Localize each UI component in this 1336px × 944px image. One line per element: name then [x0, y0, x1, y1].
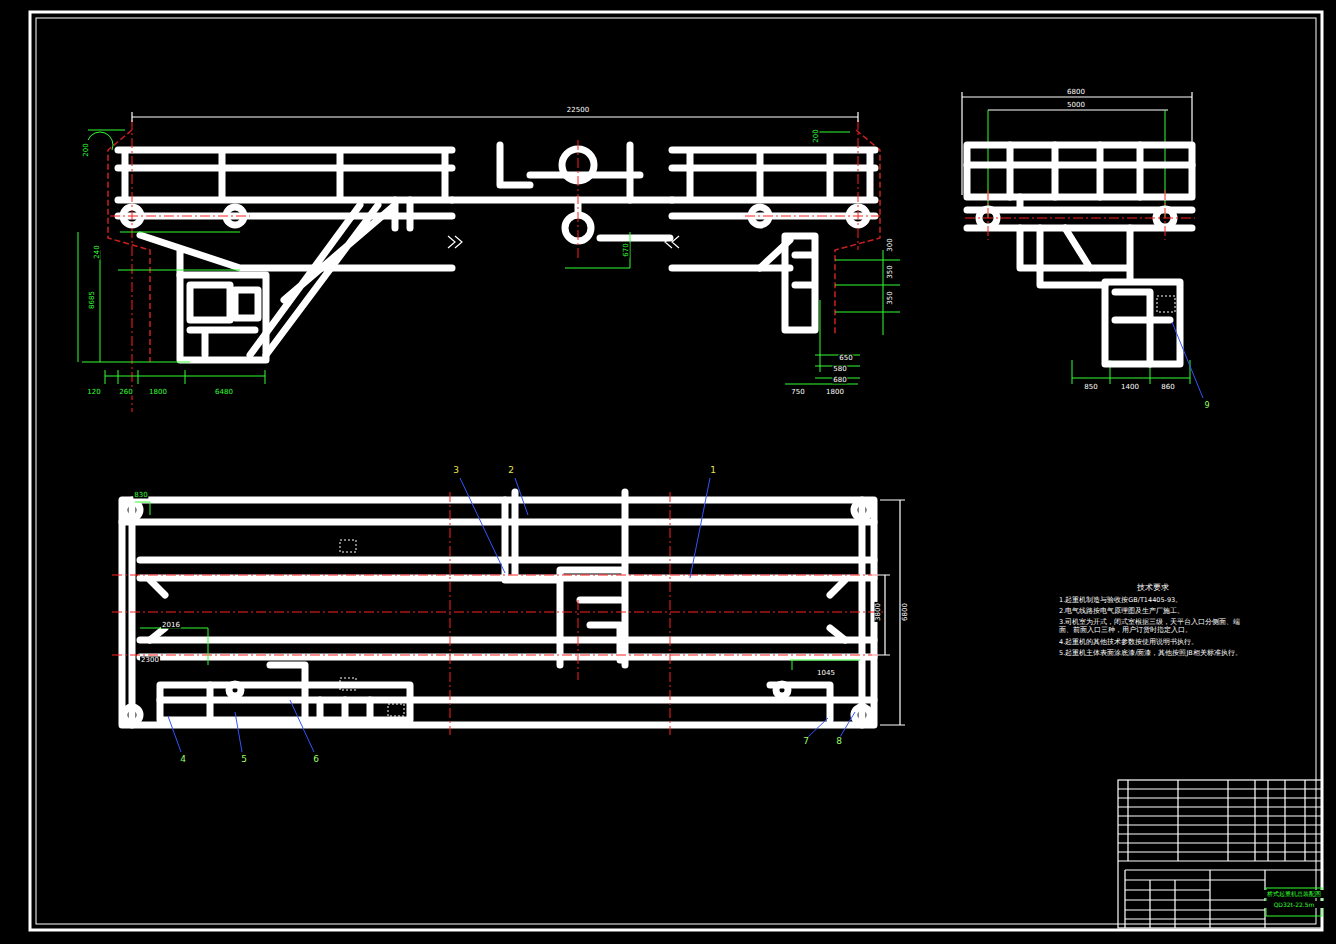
- dimension: 300: [887, 237, 894, 252]
- dimension: 350: [887, 290, 894, 305]
- crane-linework: [118, 150, 452, 198]
- crane-linework: [1128, 780, 1305, 861]
- dimension: 350: [887, 264, 894, 279]
- dimension: 680: [832, 377, 847, 384]
- dimension: 6800: [1066, 89, 1086, 96]
- title-box: 桥式起重机总装配图 QD32t-22.5m: [1263, 890, 1325, 911]
- crane-linework: [452, 197, 672, 204]
- dimension: 6800: [902, 602, 909, 622]
- crane-linework: [1118, 789, 1322, 861]
- crane-linework: [672, 150, 875, 198]
- note: 2.电气线路按电气原理图及生产厂施工。: [1058, 607, 1248, 615]
- crane-linework: [967, 145, 1192, 197]
- crane-linework: [854, 502, 870, 518]
- drawing-number: QD32t-22.5m: [1263, 901, 1325, 909]
- dimension: 1800: [148, 389, 168, 396]
- crane-linework: [1157, 296, 1175, 312]
- dimension: 860: [1160, 384, 1175, 391]
- callout-number: 7: [802, 737, 810, 746]
- crane-linework: [36, 18, 1316, 924]
- crane-linework: [110, 120, 880, 412]
- crane-linework: [168, 478, 855, 752]
- crane-linework: [250, 200, 410, 355]
- crane-linework: [988, 110, 1190, 384]
- crane-linework: [505, 492, 625, 665]
- dimension: 750: [790, 389, 805, 396]
- crane-linework: [967, 145, 1192, 228]
- dimension: 1400: [1120, 384, 1140, 391]
- drawing-title: 桥式起重机总装配图: [1263, 890, 1325, 898]
- dimension: 1800: [825, 389, 845, 396]
- crane-linework: [965, 190, 1195, 240]
- crane-linework: [229, 684, 241, 696]
- note: 4.起重机的其他技术参数按使用说明书执行。: [1058, 638, 1248, 646]
- dimension: 240: [94, 244, 101, 259]
- dimension: 260: [118, 389, 133, 396]
- callout-number: 4: [179, 755, 187, 764]
- crane-linework: [448, 236, 679, 248]
- crane-linework: [150, 580, 845, 720]
- crane-linework: [135, 502, 860, 670]
- crane-linework: [760, 240, 812, 285]
- crane-linework: [1115, 292, 1170, 364]
- note: 5.起重机主体表面涂底漆/面漆，其他按照JB相关标准执行。: [1058, 649, 1248, 657]
- dimension: 670: [623, 242, 630, 257]
- crane-linework: [340, 678, 356, 690]
- callout-number: 8: [835, 737, 843, 746]
- crane-linework: [578, 200, 670, 238]
- dimension: 200: [83, 142, 90, 157]
- crane-linework: [500, 145, 640, 200]
- callout-number: 1: [709, 466, 717, 475]
- dimension: 3800: [875, 602, 882, 622]
- callout-number: 6: [312, 755, 320, 764]
- note: 1.起重机制造与验收按GB/T14405-93。: [1058, 596, 1248, 604]
- crane-linework: [340, 540, 356, 552]
- dimension: 120: [86, 389, 101, 396]
- technical-notes: 技术要求 1.起重机制造与验收按GB/T14405-93。 2.电气线路按电气原理图…: [1058, 583, 1248, 660]
- dimension: 650: [838, 355, 853, 362]
- crane-linework: [112, 492, 885, 735]
- callout-number: 2: [507, 466, 515, 475]
- crane-linework: [78, 130, 900, 384]
- crane-linework: [124, 707, 140, 723]
- crane-linework: [1125, 870, 1322, 928]
- crane-linework: [854, 707, 870, 723]
- crane-linework: [190, 285, 258, 355]
- callout-number: 3: [452, 466, 460, 475]
- dimension: 22500: [566, 107, 590, 114]
- crane-linework: [124, 502, 140, 518]
- crane-linework: [1020, 228, 1130, 285]
- crane-linework: [132, 112, 858, 122]
- crane-linework: [140, 235, 790, 275]
- crane-linework: [776, 684, 788, 696]
- crane-linework: [388, 704, 404, 716]
- dimension: 6480: [214, 389, 234, 396]
- dimension: 5000: [1066, 102, 1086, 109]
- dimension: 2016: [161, 622, 181, 629]
- dimension: 8685: [89, 290, 96, 310]
- dimension: 200: [813, 128, 820, 143]
- dimension: 1045: [816, 670, 836, 677]
- crane-linework: [1105, 282, 1180, 364]
- dimension: 830: [133, 492, 148, 499]
- dimension: 580: [832, 366, 847, 373]
- crane-linework: [88, 132, 113, 150]
- dimension: 850: [1083, 384, 1098, 391]
- notes-heading: 技术要求: [1058, 583, 1248, 593]
- crane-linework: [30, 12, 1322, 930]
- callout-number: 9: [1203, 402, 1210, 410]
- dimension: 2300: [140, 657, 160, 664]
- callout-number: 5: [240, 755, 248, 764]
- crane-linework: [1172, 322, 1203, 398]
- note: 3.司机室为开式，闭式室根据三级，天平台入口分侧面、端面、前面入口三种，用户订货…: [1058, 618, 1248, 634]
- crane-linework: [180, 275, 266, 360]
- crane-linework: [872, 500, 905, 725]
